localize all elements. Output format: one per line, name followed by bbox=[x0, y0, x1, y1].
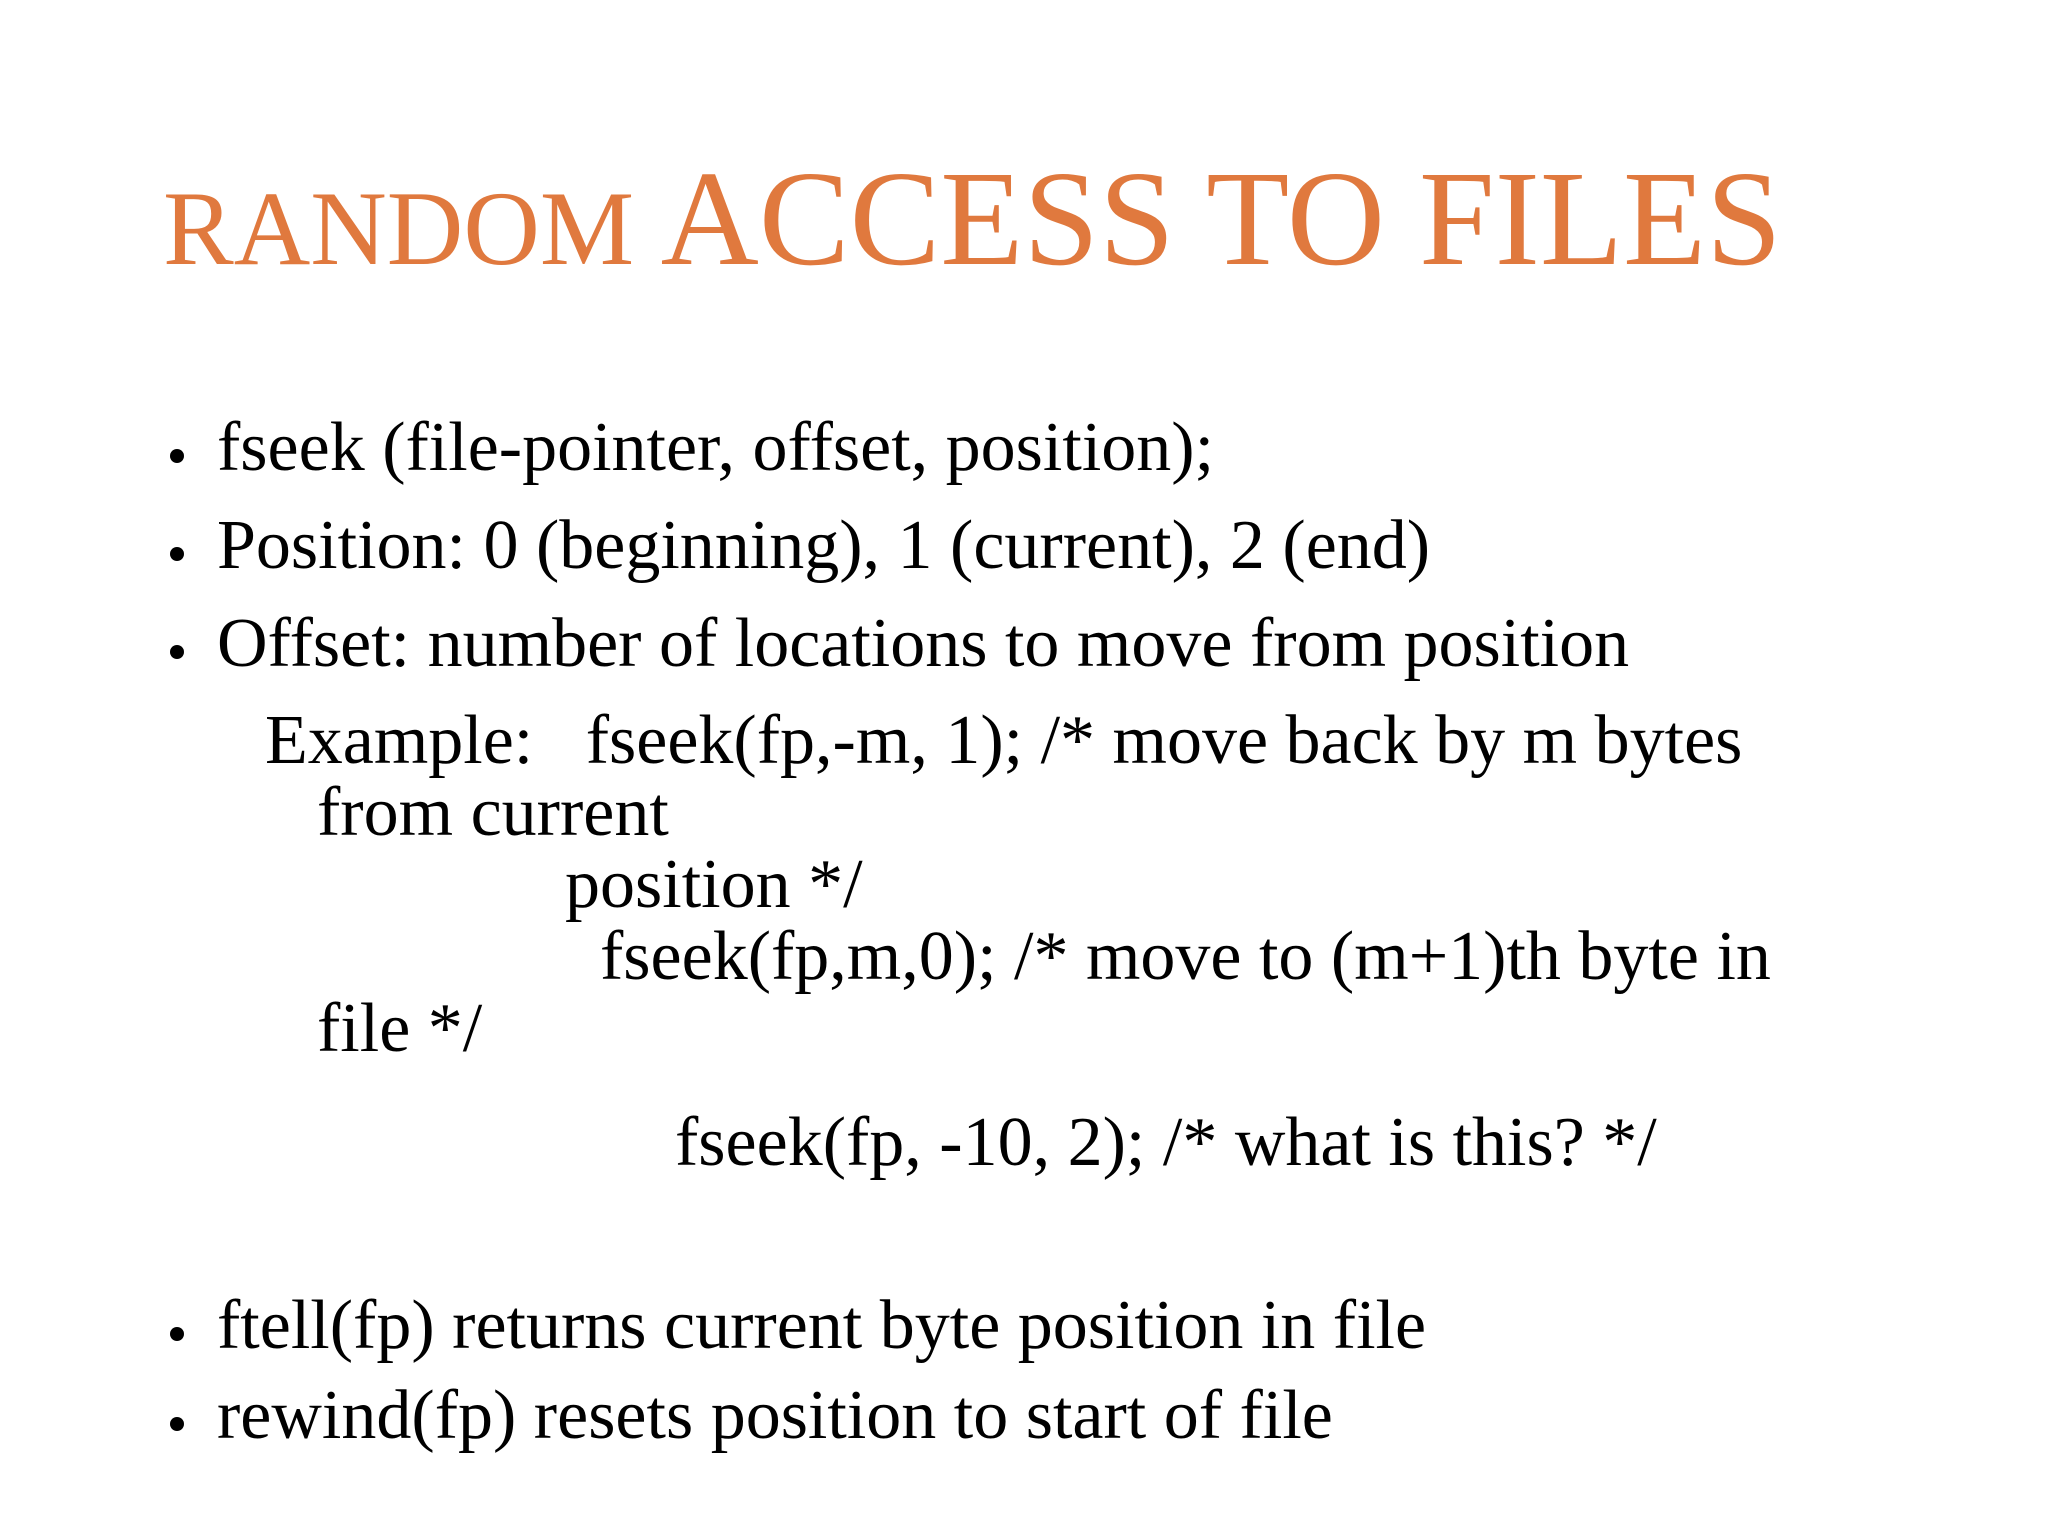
bullet-fseek-signature: fseek (file-pointer, offset, position); bbox=[217, 409, 1215, 486]
bullet-offset-description: Offset: number of locations to move from… bbox=[217, 605, 1630, 682]
bullet-rewind: rewind(fp) resets position to start of f… bbox=[217, 1377, 1333, 1454]
example-line-file-comment-end: file */ bbox=[317, 990, 483, 1067]
example-line-position-comment-end: position */ bbox=[565, 846, 863, 923]
bullet-dot bbox=[170, 449, 184, 463]
bullet-dot bbox=[170, 1327, 184, 1341]
title-words-access-to-files: ACCESS TO FILES bbox=[634, 144, 1782, 294]
example-line-fseek-end: fseek(fp, -10, 2); /* what is this? */ bbox=[675, 1104, 1657, 1181]
bullet-position-values: Position: 0 (beginning), 1 (current), 2 … bbox=[217, 507, 1431, 584]
page-title: RANDOM ACCESS TO FILES bbox=[163, 151, 1782, 287]
example-line-fseek-begin: fseek(fp,m,0); /* move to (m+1)th byte i… bbox=[600, 918, 1771, 995]
bullet-ftell: ftell(fp) returns current byte position … bbox=[217, 1287, 1427, 1364]
bullet-dot bbox=[170, 547, 184, 561]
bullet-dot bbox=[170, 1417, 184, 1431]
title-word-random: RANDOM bbox=[163, 170, 635, 287]
example-line-fseek-back: Example: fseek(fp,-m, 1); /* move back b… bbox=[265, 702, 1743, 779]
example-line-from-current: from current bbox=[317, 774, 669, 851]
bullet-dot bbox=[170, 645, 184, 659]
